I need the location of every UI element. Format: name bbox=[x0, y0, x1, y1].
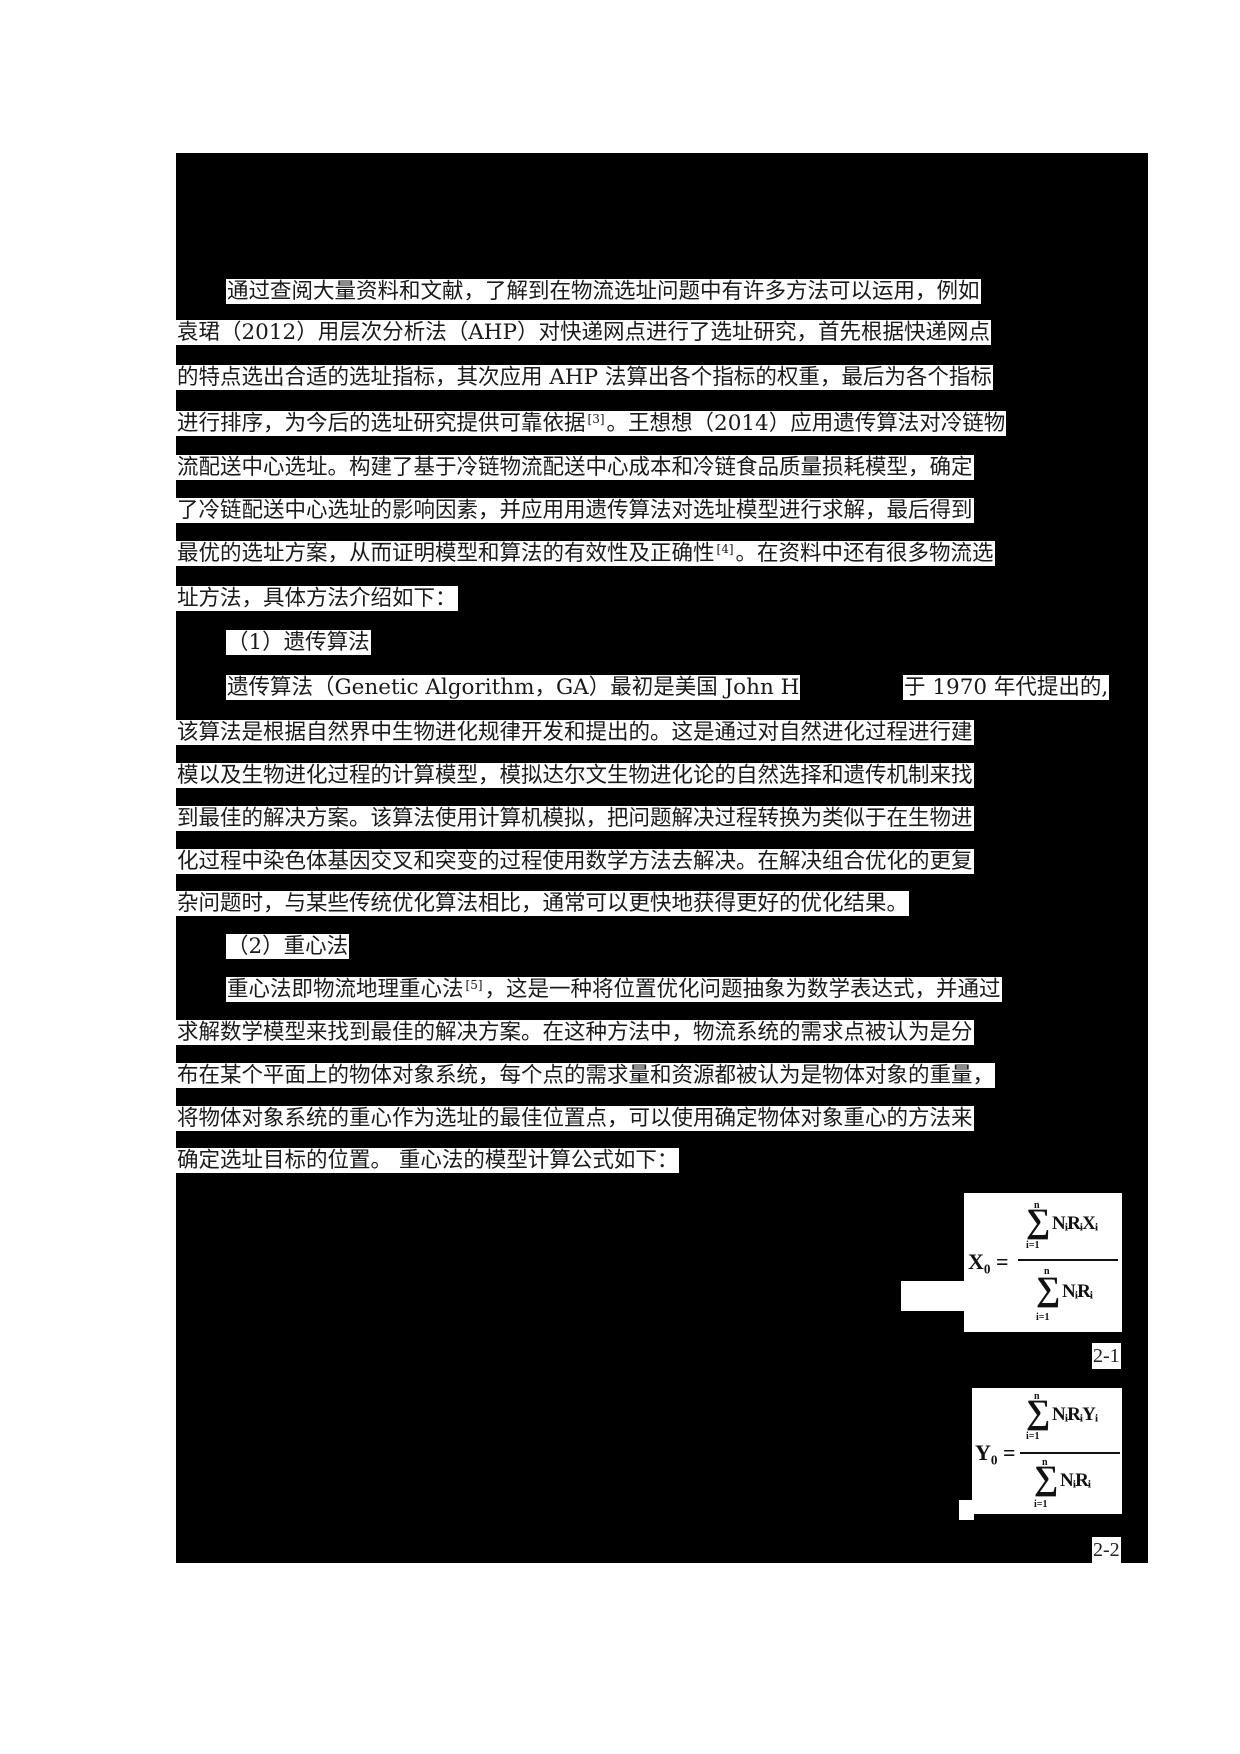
citation-number: [5] bbox=[465, 978, 483, 992]
citation-ref: [5] bbox=[464, 977, 484, 1002]
sum-lower-limit: i=1 bbox=[1034, 1499, 1048, 1510]
text-line: 到最佳的解决方案。该算法使用计算机模拟，把问题解决过程转换为类似于在生物进 bbox=[176, 804, 974, 833]
formula-numerator: NᵢRᵢYᵢ bbox=[1052, 1404, 1098, 1425]
sigma-icon: ∑ bbox=[1026, 1203, 1051, 1240]
formula-y0: Y₀ = n ∑ i=1 NᵢRᵢYᵢ n ∑ i=1 NᵢRᵢ bbox=[972, 1388, 1122, 1514]
sum-lower-limit: i=1 bbox=[1026, 1240, 1040, 1251]
text-span: ，这是一种将位置优化问题抽象为数学表达式，并通过 bbox=[483, 977, 1002, 1002]
text-line: 将物体对象系统的重心作为选址的最佳位置点，可以使用确定物体对象重心的方法来 bbox=[176, 1104, 974, 1133]
heading-text: （2）重心法 bbox=[226, 934, 350, 959]
fraction-bar bbox=[1018, 1259, 1118, 1261]
sum-upper-limit: n bbox=[1034, 1391, 1040, 1402]
formula-x0: X₀ = n ∑ i=1 NᵢRᵢXᵢ n ∑ i=1 NᵢRᵢ bbox=[964, 1193, 1122, 1332]
text-span: 重心法即物流地理重心法 bbox=[226, 977, 465, 1002]
text-span: 到最佳的解决方案。该算法使用计算机模拟，把问题解决过程转换为类似于在生物进 bbox=[176, 806, 974, 831]
fraction-bar bbox=[1020, 1452, 1120, 1454]
text-line: 址方法，具体方法介绍如下： bbox=[176, 584, 458, 613]
text-line: 进行排序，为今后的选址研究提供可靠依据[3]。王想想（2014）应用遗传算法对冷… bbox=[176, 409, 1007, 438]
section-heading-genetic-algorithm: （1）遗传算法 bbox=[226, 628, 371, 657]
text-line: 化过程中染色体基因交叉和突变的过程使用数学方法去解决。在解决组合优化的更复 bbox=[176, 847, 974, 876]
text-span: 。在资料中还有很多物流选 bbox=[734, 541, 995, 566]
citation-number: [4] bbox=[716, 542, 734, 556]
sum-upper-limit: n bbox=[1044, 1266, 1050, 1277]
section-heading-center-of-gravity: （2）重心法 bbox=[226, 932, 350, 961]
text-line: 重心法即物流地理重心法[5]，这是一种将位置优化问题抽象为数学表达式，并通过 bbox=[226, 975, 1002, 1004]
text-line: 袁珺（2012）用层次分析法（AHP）对快递网点进行了选址研究，首先根据快递网点 bbox=[176, 318, 991, 347]
text-span: 求解数学模型来找到最佳的解决方案。在这种方法中，物流系统的需求点被认为是分 bbox=[176, 1020, 974, 1045]
text-span: 将物体对象系统的重心作为选址的最佳位置点，可以使用确定物体对象重心的方法来 bbox=[176, 1106, 974, 1131]
equation-number: 2-2 bbox=[1092, 1537, 1121, 1563]
formula-denominator: NᵢRᵢ bbox=[1060, 1470, 1091, 1491]
formula-lhs: Y₀ = bbox=[975, 1440, 1016, 1465]
sigma-icon: ∑ bbox=[1036, 1271, 1061, 1308]
text-line: 流配送中心选址。构建了基于冷链物流配送中心成本和冷链食品质量损耗模型，确定 bbox=[176, 453, 974, 482]
formula-whiteout bbox=[901, 1281, 970, 1311]
text-span: 于 1970 年代提出的, bbox=[903, 675, 1110, 700]
sum-lower-limit: i=1 bbox=[1036, 1312, 1050, 1323]
text-span: 模以及生物进化过程的计算模型，模拟达尔文生物进化论的自然选择和遗传机制来找 bbox=[176, 763, 974, 788]
sum-lower-limit: i=1 bbox=[1026, 1431, 1040, 1442]
text-span: 通过查阅大量资料和文献，了解到在物流选址问题中有许多方法可以运用，例如 bbox=[226, 279, 981, 304]
text-span: 遗传算法（Genetic Algorithm，GA）最初是美国 John H bbox=[226, 675, 801, 700]
text-line: 最优的选址方案，从而证明模型和算法的有效性及正确性[4]。在资料中还有很多物流选 bbox=[176, 539, 995, 568]
text-span: 进行排序，为今后的选址研究提供可靠依据 bbox=[176, 411, 587, 436]
text-line: 确定选址目标的位置。 重心法的模型计算公式如下： bbox=[176, 1146, 680, 1175]
text-line: 遗传算法（Genetic Algorithm，GA）最初是美国 John H bbox=[226, 673, 801, 702]
text-line: 模以及生物进化过程的计算模型，模拟达尔文生物进化论的自然选择和遗传机制来找 bbox=[176, 761, 974, 790]
formula-numerator: NᵢRᵢXᵢ bbox=[1052, 1213, 1098, 1234]
citation-number: [3] bbox=[587, 412, 605, 426]
text-line: 杂问题时，与某些传统优化算法相比，通常可以更快地获得更好的优化结果。 bbox=[176, 889, 910, 918]
text-line: 该算法是根据自然界中生物进化规律开发和提出的。这是通过对自然进化过程进行建 bbox=[176, 718, 974, 747]
text-span: 该算法是根据自然界中生物进化规律开发和提出的。这是通过对自然进化过程进行建 bbox=[176, 720, 974, 745]
formula-whiteout bbox=[959, 1500, 974, 1520]
text-span: 杂问题时，与某些传统优化算法相比，通常可以更快地获得更好的优化结果。 bbox=[176, 891, 910, 916]
text-span: 确定选址目标的位置。 重心法的模型计算公式如下： bbox=[176, 1148, 680, 1173]
text-span: 流配送中心选址。构建了基于冷链物流配送中心成本和冷链食品质量损耗模型，确定 bbox=[176, 455, 974, 480]
citation-ref: [3] bbox=[586, 411, 606, 436]
sigma-icon: ∑ bbox=[1026, 1394, 1051, 1431]
text-line: 布在某个平面上的物体对象系统，每个点的需求量和资源都被认为是物体对象的重量， bbox=[176, 1061, 996, 1090]
sigma-icon: ∑ bbox=[1034, 1460, 1059, 1497]
formula-lhs: X₀ = bbox=[968, 1249, 1009, 1274]
text-line: 于 1970 年代提出的, bbox=[903, 673, 1110, 702]
text-span: 。王想想（2014）应用遗传算法对冷链物 bbox=[605, 411, 1007, 436]
text-span: 袁珺（2012）用层次分析法（AHP）对快递网点进行了选址研究，首先根据快递网点 bbox=[176, 320, 991, 345]
text-span: 了冷链配送中心选址的影响因素，并应用用遗传算法对选址模型进行求解，最后得到 bbox=[176, 498, 974, 523]
text-span: 化过程中染色体基因交叉和突变的过程使用数学方法去解决。在解决组合优化的更复 bbox=[176, 849, 974, 874]
text-span: 的特点选出合适的选址指标，其次应用 AHP 法算出各个指标的权重，最后为各个指标 bbox=[176, 365, 993, 390]
text-span: 最优的选址方案，从而证明模型和算法的有效性及正确性 bbox=[176, 541, 716, 566]
text-line: 通过查阅大量资料和文献，了解到在物流选址问题中有许多方法可以运用，例如 bbox=[226, 277, 981, 306]
heading-text: （1）遗传算法 bbox=[226, 630, 371, 655]
sum-upper-limit: n bbox=[1034, 1200, 1040, 1211]
equation-number: 2-1 bbox=[1092, 1343, 1121, 1369]
text-line: 求解数学模型来找到最佳的解决方案。在这种方法中，物流系统的需求点被认为是分 bbox=[176, 1018, 974, 1047]
text-span: 址方法，具体方法介绍如下： bbox=[176, 586, 458, 611]
sum-upper-limit: n bbox=[1042, 1457, 1048, 1468]
citation-ref: [4] bbox=[715, 541, 735, 566]
text-line: 的特点选出合适的选址指标，其次应用 AHP 法算出各个指标的权重，最后为各个指标 bbox=[176, 363, 993, 392]
formula-denominator: NᵢRᵢ bbox=[1062, 1281, 1093, 1302]
text-line: 了冷链配送中心选址的影响因素，并应用用遗传算法对选址模型进行求解，最后得到 bbox=[176, 496, 974, 525]
text-span: 布在某个平面上的物体对象系统，每个点的需求量和资源都被认为是物体对象的重量， bbox=[176, 1063, 996, 1088]
